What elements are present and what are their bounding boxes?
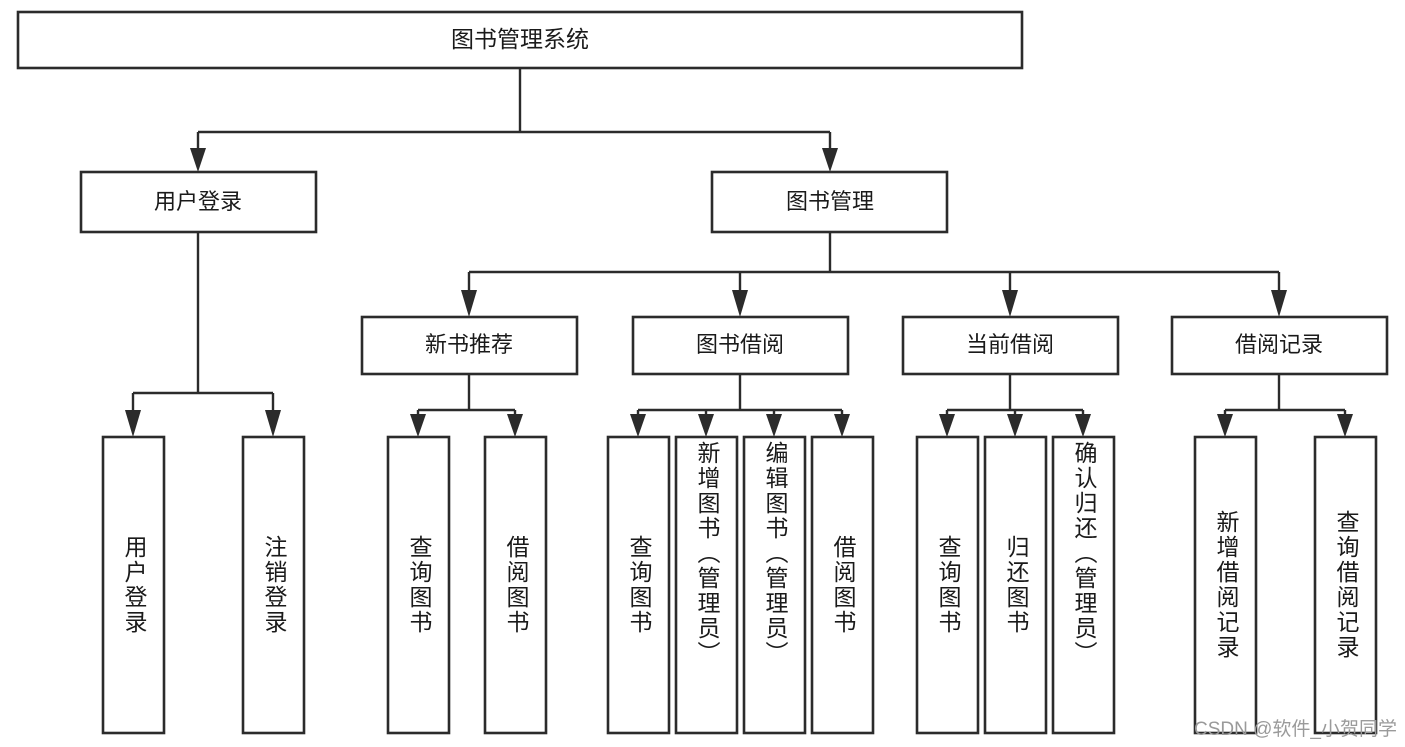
leaf-box-query-book-2[interactable] [606,435,671,735]
node-user-login-label: 用户登录 [154,189,242,214]
leaf-box-user-login[interactable] [101,435,166,735]
leaf-box-query-book-1[interactable] [386,435,451,735]
leaf-box-borrow-book-2[interactable] [810,435,875,735]
arrowhead-user-login [190,148,206,172]
node-book-borrow[interactable]: 图书借阅 [631,315,850,376]
node-borrow-record[interactable]: 借阅记录 [1170,315,1389,376]
arrowhead-new-book-recommend [461,290,477,317]
arrowhead-book-management [822,148,838,172]
arrowhead-leaf-borrow-book-1 [507,414,523,437]
arrowhead-leaf-borrow-book-2 [834,414,850,437]
node-current-borrow[interactable]: 当前借阅 [901,315,1120,376]
edge-group-user-login [125,232,281,437]
node-root-box[interactable] [16,10,1024,70]
edge-group-book-management [461,232,1287,317]
leaf-box-add-book[interactable] [674,435,739,735]
arrowhead-leaf-return-book [1007,414,1023,437]
node-root[interactable]: 图书管理系统 [16,10,1024,70]
leaf-box-return-book[interactable] [983,435,1048,735]
arrowhead-leaf-user-login [125,410,141,437]
edge-group-book-borrow [630,374,850,437]
arrowhead-leaf-logout-login [265,410,281,437]
node-user-login[interactable]: 用户登录 [79,170,318,234]
node-book-borrow-label: 图书借阅 [696,332,784,357]
leaf-box-add-record[interactable] [1193,435,1258,735]
leaf-box-confirm-return[interactable] [1051,435,1116,735]
leaf-box-edit-book[interactable] [742,435,807,735]
node-book-management-label: 图书管理 [786,189,874,214]
arrowhead-current-borrow [1002,290,1018,317]
arrowhead-leaf-query-record [1337,414,1353,437]
node-new-book-recommend[interactable]: 新书推荐 [360,315,579,376]
node-book-borrow-box[interactable] [631,315,850,376]
edge-group-current-borrow [939,374,1091,437]
arrowhead-leaf-confirm-return [1075,414,1091,437]
arrowhead-leaf-query-book-1 [410,414,426,437]
arrowhead-book-borrow [732,290,748,317]
node-borrow-record-box[interactable] [1170,315,1389,376]
arrowhead-leaf-query-book-3 [939,414,955,437]
arrowhead-leaf-query-book-2 [630,414,646,437]
arrowhead-leaf-edit-book [766,414,782,437]
node-user-login-box[interactable] [79,170,318,234]
node-root-label: 图书管理系统 [451,26,589,52]
edge-group-new-book-recommend [410,374,523,437]
node-borrow-record-label: 借阅记录 [1235,332,1323,357]
leaf-box-query-record[interactable] [1313,435,1378,735]
arrowhead-leaf-add-record [1217,414,1233,437]
node-new-book-recommend-label: 新书推荐 [425,332,513,357]
arrowhead-leaf-add-book [698,414,714,437]
node-current-borrow-box[interactable] [901,315,1120,376]
node-new-book-recommend-box[interactable] [360,315,579,376]
edge-group-borrow-record [1217,374,1353,437]
arrowhead-borrow-record [1271,290,1287,317]
leaf-boxes [101,435,1378,735]
leaf-box-borrow-book-1[interactable] [483,435,548,735]
node-book-management-box[interactable] [710,170,949,234]
node-current-borrow-label: 当前借阅 [966,332,1054,357]
leaf-box-query-book-3[interactable] [915,435,980,735]
edge-group-root [190,68,838,172]
node-book-management[interactable]: 图书管理 [710,170,949,234]
leaf-box-logout-login[interactable] [241,435,306,735]
